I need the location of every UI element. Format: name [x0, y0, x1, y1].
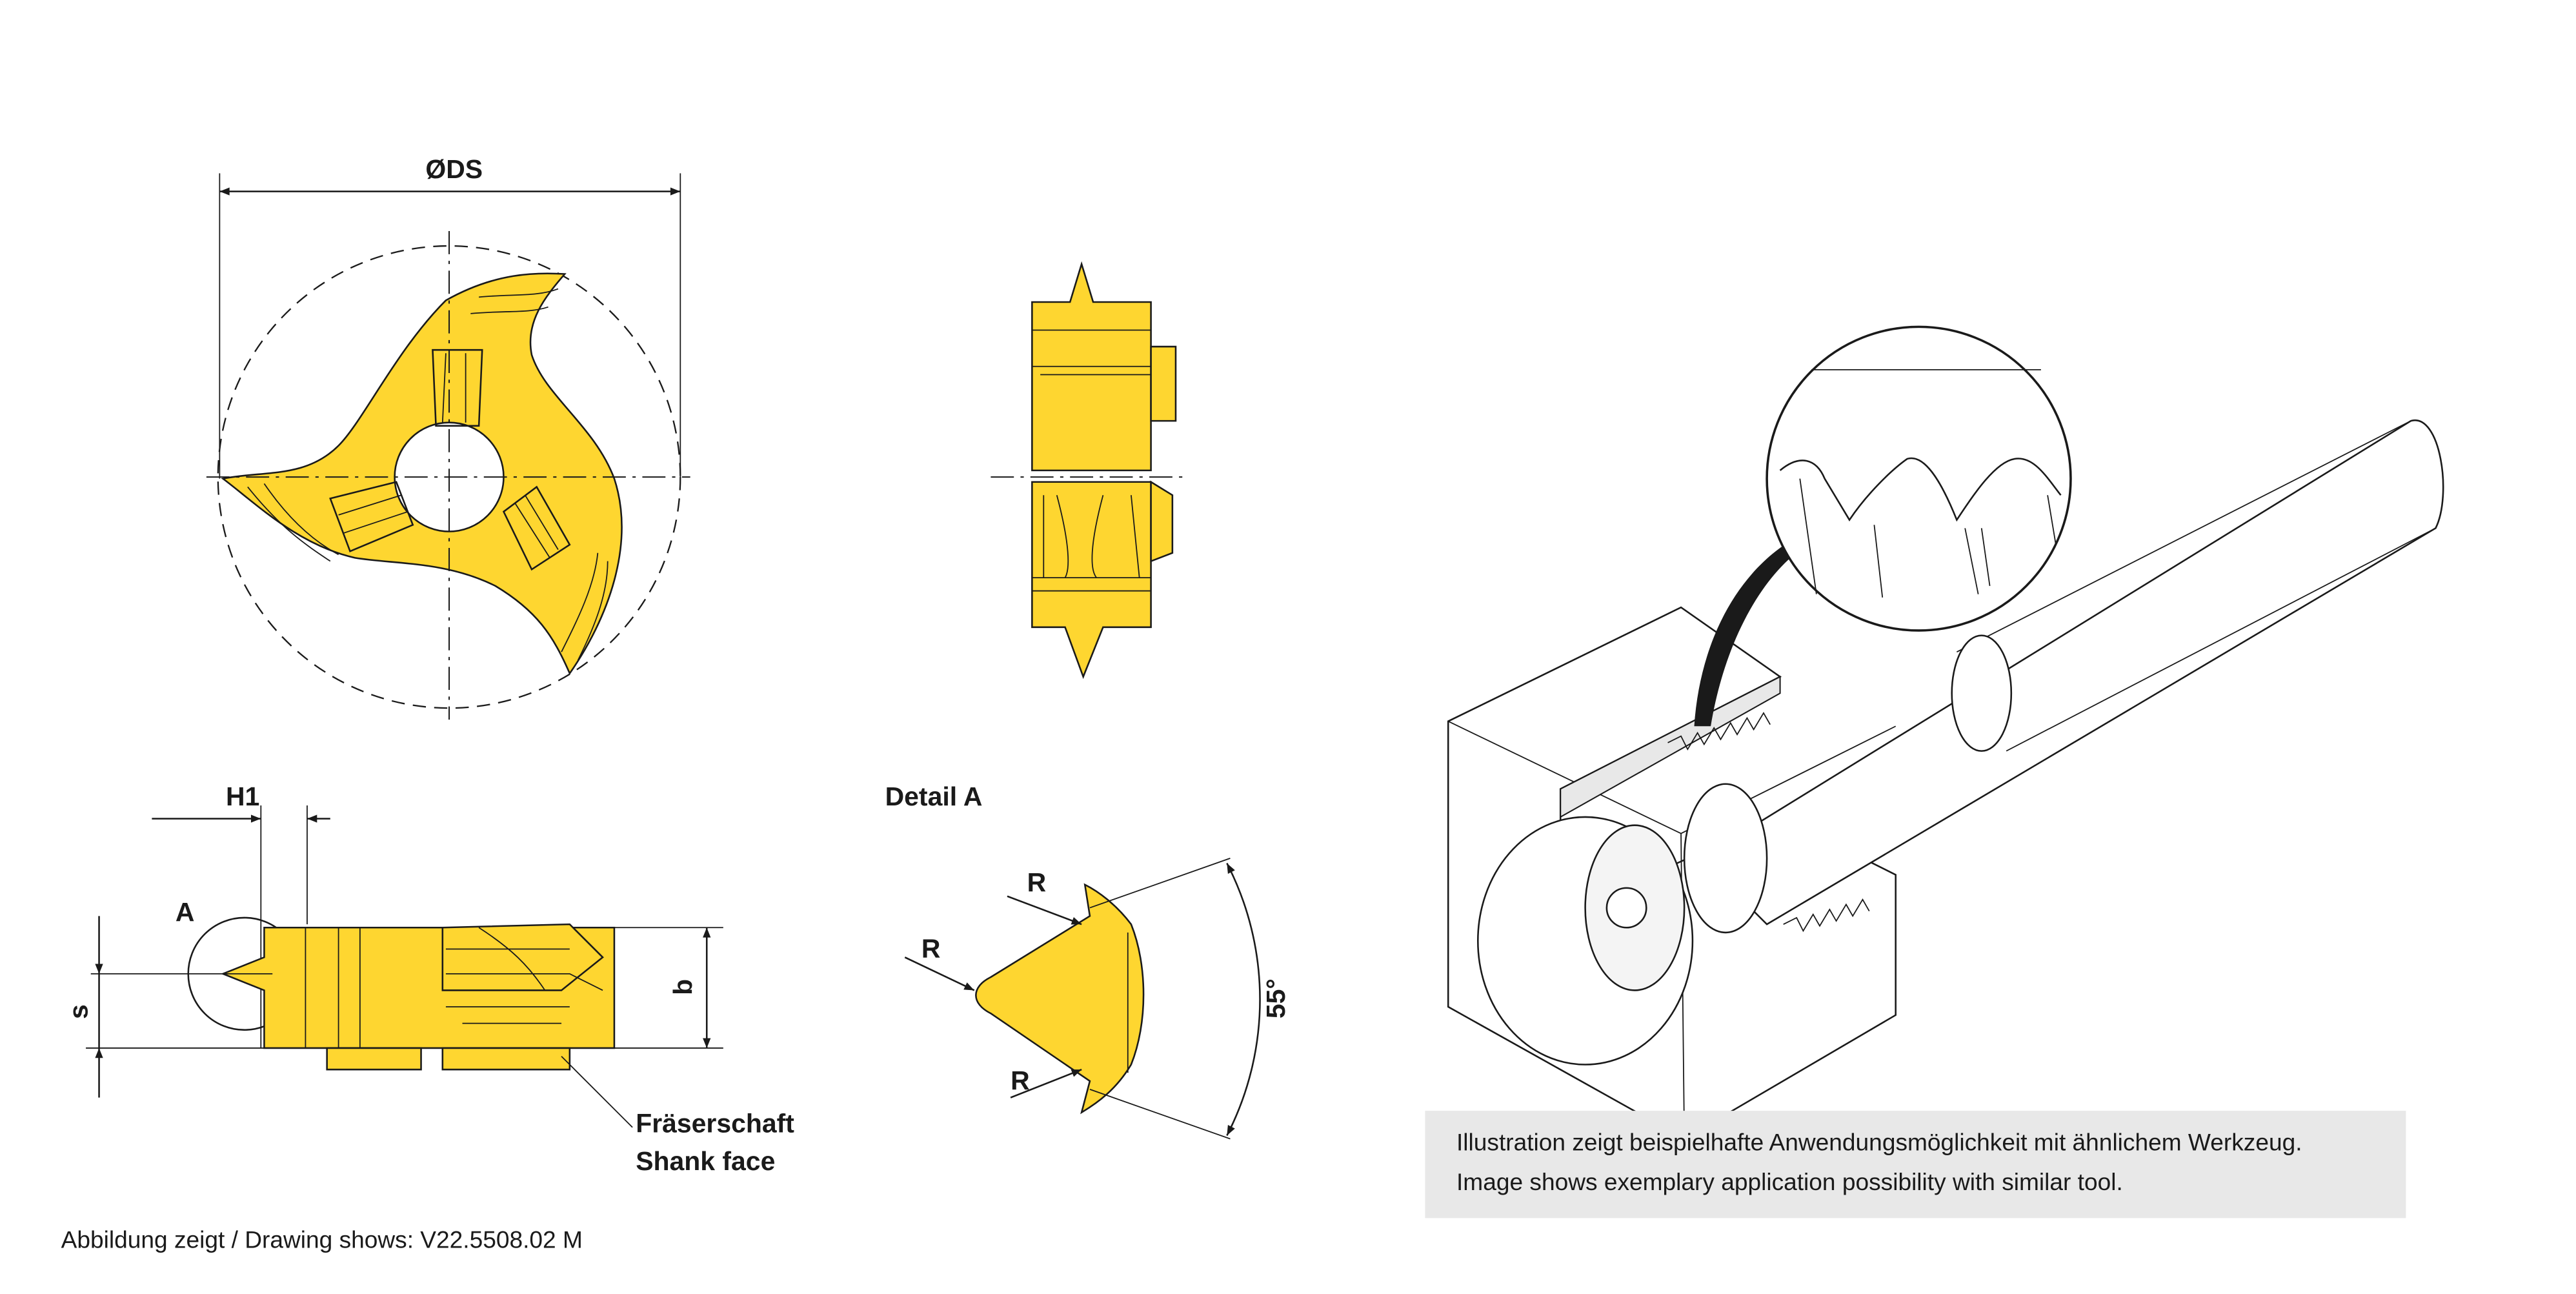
caption-box: Illustration zeigt beispielhafte Anwendu…	[1425, 1111, 2406, 1218]
profile-view: H1 A s b Fräserschaft Shank face	[64, 782, 795, 1176]
shank-face-label-en: Shank face	[636, 1146, 775, 1176]
radius-label-top: R	[1027, 867, 1047, 897]
radius-label-bottom: R	[1011, 1066, 1030, 1095]
cutting-circle	[217, 245, 681, 709]
radius-label-left: R	[921, 933, 941, 963]
application-illustration	[1447, 325, 2444, 1140]
shank-face-label-de: Fräserschaft	[636, 1108, 794, 1138]
h1-label: H1	[226, 782, 259, 811]
detail-a-title: Detail A	[885, 782, 983, 811]
side-view	[991, 261, 1189, 680]
shank-face-leader	[561, 1056, 633, 1128]
s-label: s	[64, 1004, 94, 1019]
detail-a-view: Detail A 55° R R R	[885, 782, 1291, 1140]
front-view: ØDS	[206, 154, 690, 720]
angle-label: 55°	[1261, 978, 1291, 1018]
caption-de: Illustration zeigt beispielhafte Anwendu…	[1456, 1129, 2302, 1156]
detail-a-marker: A	[176, 897, 195, 927]
diameter-label: ØDS	[425, 154, 483, 184]
caption-en: Image shows exemplary application possib…	[1456, 1168, 2123, 1195]
magnifier-circle	[1766, 325, 2072, 632]
drawing-reference-footer: Abbildung zeigt / Drawing shows: V22.550…	[61, 1226, 583, 1253]
b-label: b	[668, 979, 698, 995]
